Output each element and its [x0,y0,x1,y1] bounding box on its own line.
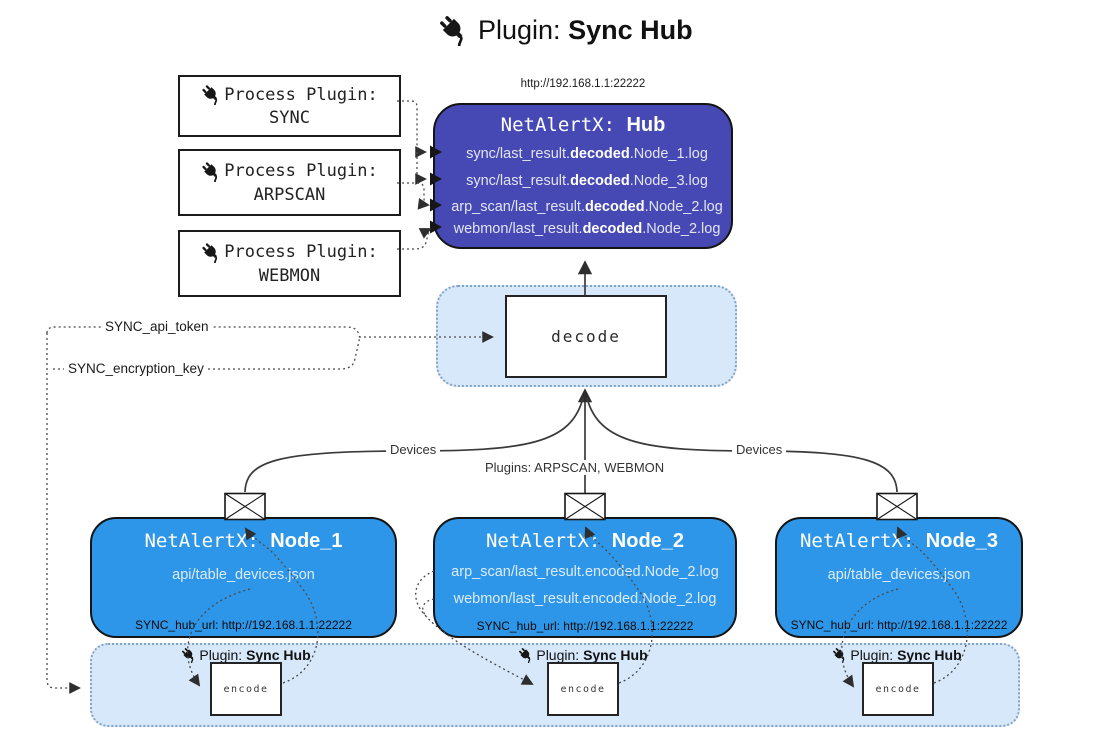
decode-box: decode [505,295,667,378]
node-file-line: arp_scan/last_result.encoded.Node_2.log [451,564,719,580]
plug-icon [201,161,222,182]
hub-url-label: http://192.168.1.1:22222 [520,78,646,90]
process-plugin-label: Process Plugin: [224,242,378,262]
node-file-line: api/table_devices.json [172,567,315,583]
edge-label-plugins: Plugins: ARPSCAN, WEBMON [482,460,668,475]
process-plugin-arpscan-box: Process Plugin: ARPSCAN [178,149,401,216]
edge-sync-to-hub-2 [415,152,427,185]
node-hub-url: SYNC_hub_url: http://192.168.1.1:22222 [135,618,352,632]
envelope-icon [564,492,606,521]
band-plugin-label: Plugin: Sync Hub [161,647,331,663]
page-title: Plugin: Sync Hub [438,14,693,46]
hub-file-line: sync/last_result.decoded.Node_1.log [466,146,708,162]
process-plugin-sync-box: Process Plugin: SYNC [178,75,401,137]
node-1-box: NetAlertX: Node_1 api/table_devices.json… [90,517,397,638]
plug-icon [832,647,848,663]
node-title: NetAlertX: Node_2 [485,530,685,552]
encode-box: encode [210,662,282,716]
node-file-line: webmon/last_result.encoded.Node_2.log [453,591,717,607]
hub-title: NetAlertX: Hub [500,114,666,136]
edge-label-encryption-key: SYNC_encryption_key [64,361,208,376]
process-plugin-name: WEBMON [258,265,321,286]
edge-sync-to-hub-1 [397,100,427,158]
page-title-pre: Plugin: [478,14,569,45]
plug-icon [201,242,222,263]
plug-icon [181,647,197,663]
plug-icon [518,647,534,663]
edge-label-api-token: SYNC_api_token [101,319,213,334]
process-plugin-label: Process Plugin: [224,161,378,181]
process-plugin-name: ARPSCAN [253,184,326,205]
node-2-box: NetAlertX: Node_2 arp_scan/last_result.e… [433,517,737,638]
band-plugin-label: Plugin: Sync Hub [498,647,668,663]
edge-label-devices-left: Devices [386,442,441,457]
hub-file-line: webmon/last_result.decoded.Node_2.log [453,221,721,237]
envelope-icons [224,492,918,521]
envelope-icon [224,492,266,521]
edge-webmon-to-hub [397,228,432,250]
encode-box: encode [547,662,619,716]
edge-arpscan-to-hub [397,182,430,210]
edge-label-devices-right: Devices [732,442,787,457]
node-hub-url: SYNC_hub_url: http://192.168.1.1:22222 [476,619,694,633]
process-plugin-webmon-box: Process Plugin: WEBMON [178,230,401,297]
encode-box: encode [862,662,934,716]
band-plugin-label: Plugin: Sync Hub [812,647,982,663]
hub-file-line: arp_scan/last_result.decoded.Node_2.log [451,199,723,215]
hub-box: NetAlertX: Hub sync/last_result.decoded.… [433,103,733,249]
node-title: NetAlertX: Node_1 [144,530,343,552]
process-plugin-label: Process Plugin: [224,84,378,105]
node-title: NetAlertX: Node_3 [799,530,999,552]
plug-icon [201,84,222,105]
hub-file-line: sync/last_result.decoded.Node_3.log [466,173,708,189]
envelope-icon [876,492,918,521]
node-3-box: NetAlertX: Node_3 api/table_devices.json… [775,517,1023,638]
page-title-bold: Sync Hub [568,14,693,45]
process-plugin-name: SYNC [269,108,310,128]
edge-token-down-to-band [46,333,81,694]
plug-icon [438,14,470,46]
node-file-line: api/table_devices.json [827,567,971,583]
node-hub-url: SYNC_hub_url: http://192.168.1.1:22222 [790,618,1008,632]
